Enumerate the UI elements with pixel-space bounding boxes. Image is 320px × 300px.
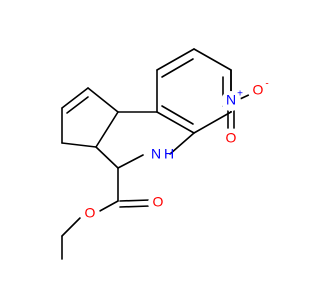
- bond-single: [169, 132, 195, 155]
- bond-aromatic-inner: [161, 58, 194, 78]
- bond-aromatic-inner: [161, 105, 194, 125]
- molecule-diagram: N + O - O N H O O: [61, 48, 269, 260]
- bond-aromatic: [156, 48, 195, 71]
- bond-single: [117, 154, 144, 169]
- bond-aromatic: [156, 111, 195, 134]
- bond-double: [119, 199, 151, 202]
- ester-oxygen-double-label: O: [153, 194, 164, 210]
- molecule-canvas: N + O - O N H O O: [61, 48, 269, 260]
- nitro-nitrogen-label: N: [226, 92, 236, 108]
- bond-aromatic: [193, 111, 232, 134]
- nitro-nitrogen-charge: +: [237, 89, 243, 100]
- bond-single: [61, 142, 97, 148]
- atom-label-layer: N + O - O N H O O: [80, 79, 269, 224]
- bond-layer: [61, 48, 254, 260]
- bond-single: [97, 200, 119, 213]
- bond-aromatic: [193, 48, 232, 71]
- amine-nitrogen-label: N: [151, 146, 161, 162]
- nitro-oxygen-double-label: O: [226, 130, 237, 146]
- ester-oxygen-single-label: O: [85, 205, 96, 221]
- nitro-oxygen-minus-label: O: [253, 82, 264, 98]
- bond-single: [95, 111, 119, 148]
- bond-double-inner: [66, 96, 89, 114]
- bond-single: [95, 146, 119, 169]
- nitro-oxygen-minus-charge: -: [265, 79, 268, 90]
- bond-double: [119, 205, 151, 208]
- bond-double: [61, 87, 89, 109]
- bond-single: [87, 87, 119, 113]
- bond-single: [61, 217, 81, 237]
- amine-hydrogen-label: H: [164, 146, 174, 162]
